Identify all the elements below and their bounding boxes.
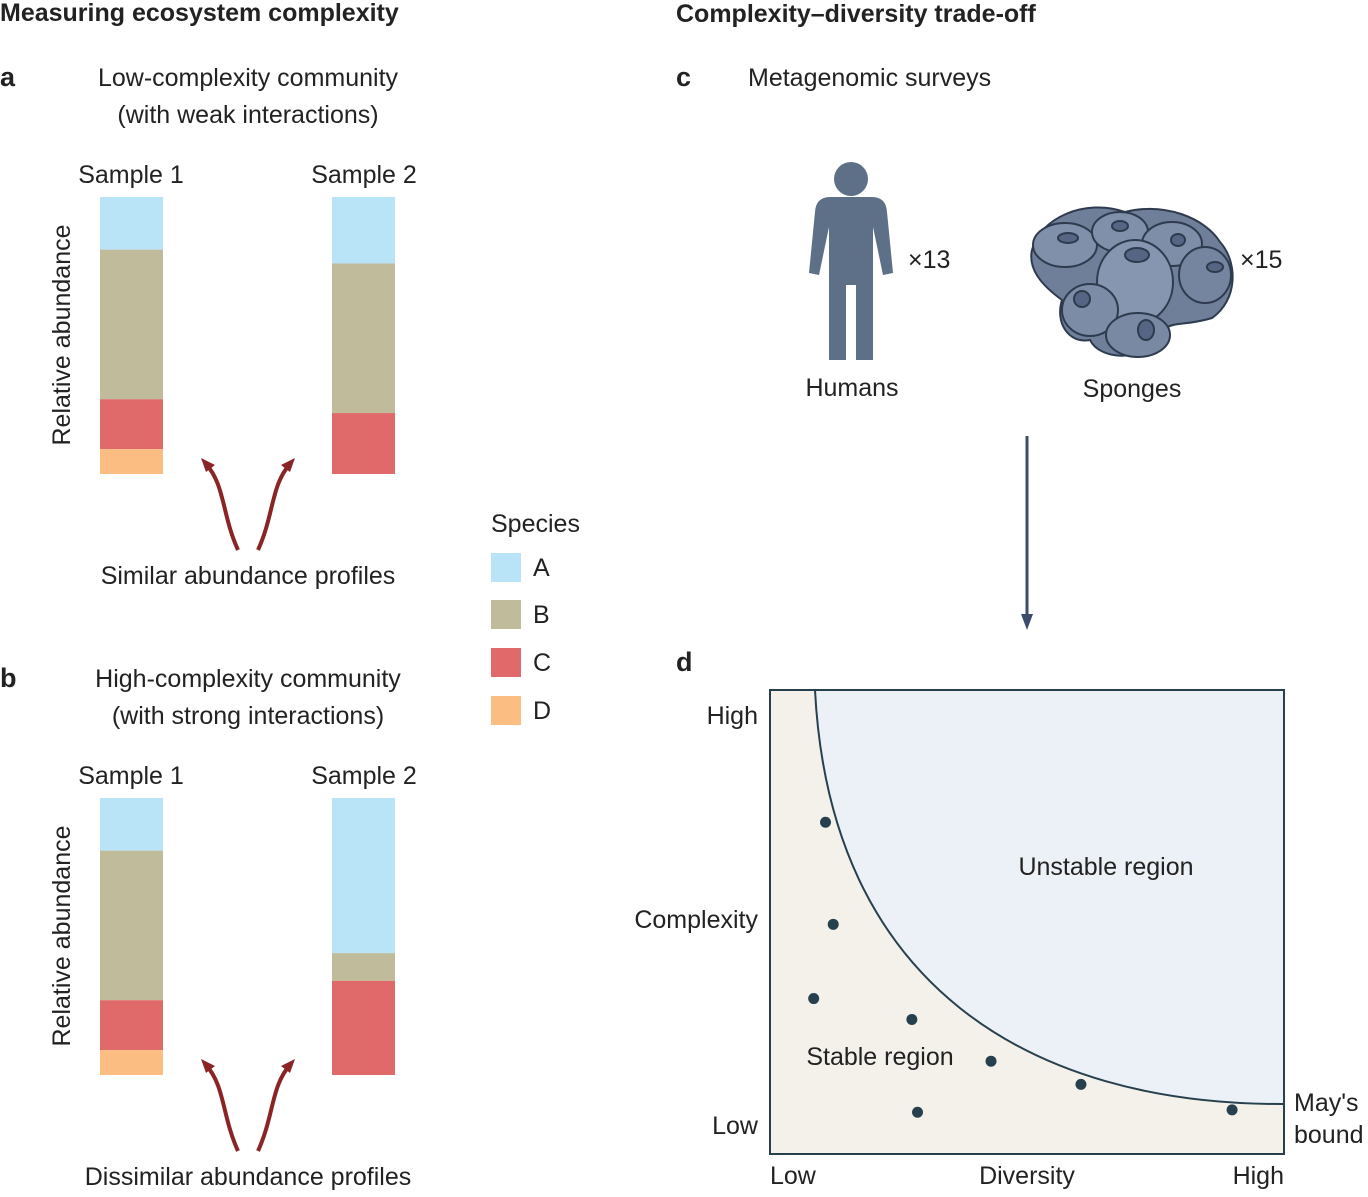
bar-segment-species-b <box>100 850 163 1001</box>
data-point <box>1075 1078 1087 1090</box>
panel-d-letter: d <box>676 647 693 677</box>
panel-a-sample2-label: Sample 2 <box>311 161 417 189</box>
bar-segment-species-a <box>100 798 163 851</box>
x-axis-title: Diversity <box>979 1162 1075 1190</box>
panel-a-caption: Similar abundance profiles <box>101 562 396 590</box>
panel-a-title-line2: (with weak interactions) <box>117 101 378 129</box>
panel-b-title-line1: High-complexity community <box>95 665 401 693</box>
panel-a-letter: a <box>0 62 16 92</box>
mays-bound-curve <box>814 689 1285 1106</box>
plot-frame <box>769 689 1285 1155</box>
mays-bound-label-line2: bound <box>1294 1121 1364 1149</box>
legend-swatch-d <box>491 696 521 725</box>
panel-b-letter: b <box>0 663 17 693</box>
panel-a-title-line1: Low-complexity community <box>98 64 399 92</box>
bar-segment-species-a <box>100 197 163 250</box>
legend-label-c: C <box>533 649 551 677</box>
legend-swatch-b <box>491 600 521 629</box>
data-point <box>985 1055 997 1067</box>
data-point <box>827 918 839 930</box>
left-heading: Measuring ecosystem complexity <box>0 0 399 27</box>
data-point <box>808 993 820 1005</box>
bar-segment-species-a <box>332 197 395 264</box>
y-axis-low-label: Low <box>712 1112 759 1140</box>
legend-label-d: D <box>533 697 551 725</box>
legend-swatch-c <box>491 648 521 677</box>
bar-segment-species-c <box>332 980 395 1075</box>
bar-segment-species-b <box>332 953 395 981</box>
y-axis-title: Complexity <box>634 906 758 934</box>
y-axis-high-label: High <box>707 702 758 730</box>
bar-segment-species-c <box>100 1000 163 1051</box>
panel-b-sample2-label: Sample 2 <box>311 762 417 790</box>
panel-c-title: Metagenomic surveys <box>748 64 991 92</box>
panel-c: c Metagenomic surveys ×13 Humans ×15 Sp <box>676 62 1282 630</box>
panel-b-y-axis-label: Relative abundance <box>48 826 76 1047</box>
panel-a-similarity-arrows <box>201 458 295 551</box>
bar-segment-species-d <box>100 1050 163 1075</box>
data-point <box>912 1106 924 1118</box>
down-arrow <box>1021 436 1033 630</box>
stable-region-label: Stable region <box>806 1043 953 1071</box>
panel-d: d Unstable region Stable region High Com… <box>634 647 1363 1190</box>
panel-b-caption: Dissimilar abundance profiles <box>85 1163 412 1191</box>
sponge-icon <box>1030 206 1234 358</box>
panel-a-sample2-bar <box>332 197 395 474</box>
species-legend: Species A B C D <box>491 510 580 725</box>
bar-segment-species-c <box>100 399 163 450</box>
panel-c-letter: c <box>676 62 691 92</box>
right-heading: Complexity–diversity trade-off <box>676 0 1036 28</box>
panel-a-y-axis-label: Relative abundance <box>48 225 76 446</box>
data-point <box>906 1013 918 1025</box>
legend-label-b: B <box>533 601 550 629</box>
unstable-region-area <box>815 690 1284 1105</box>
data-point <box>1226 1104 1238 1116</box>
bar-segment-species-b <box>100 249 163 400</box>
x-axis-high-label: High <box>1233 1162 1284 1190</box>
human-icon <box>809 162 893 360</box>
humans-label: Humans <box>805 374 898 402</box>
legend-swatch-a <box>491 553 521 582</box>
bar-segment-species-d <box>100 449 163 474</box>
unstable-region-label: Unstable region <box>1018 853 1193 881</box>
bar-segment-species-b <box>332 263 395 414</box>
data-point <box>820 816 832 828</box>
panel-a-sample1-label: Sample 1 <box>78 161 184 189</box>
panel-b-sample1-bar <box>100 798 163 1075</box>
sponges-label: Sponges <box>1083 375 1182 403</box>
x-axis-low-label: Low <box>770 1162 817 1190</box>
panel-b-title-line2: (with strong interactions) <box>112 702 384 730</box>
legend-title: Species <box>491 510 580 538</box>
data-points <box>808 816 1238 1118</box>
bar-segment-species-a <box>332 798 395 954</box>
panel-b-dissimilarity-arrows <box>201 1059 295 1152</box>
stability-plot <box>769 689 1285 1155</box>
mays-bound-label-line1: May's <box>1294 1089 1359 1117</box>
panel-b-sample1-label: Sample 1 <box>78 762 184 790</box>
legend-label-a: A <box>533 554 550 582</box>
panel-b: b High-complexity community (with strong… <box>0 663 417 1191</box>
panel-b-sample2-bar <box>332 798 395 1075</box>
panel-a: a Low-complexity community (with weak in… <box>0 62 417 590</box>
humans-count: ×13 <box>908 246 950 274</box>
sponges-count: ×15 <box>1240 246 1282 274</box>
bar-segment-species-c <box>332 413 395 474</box>
panel-a-sample1-bar <box>100 197 163 474</box>
